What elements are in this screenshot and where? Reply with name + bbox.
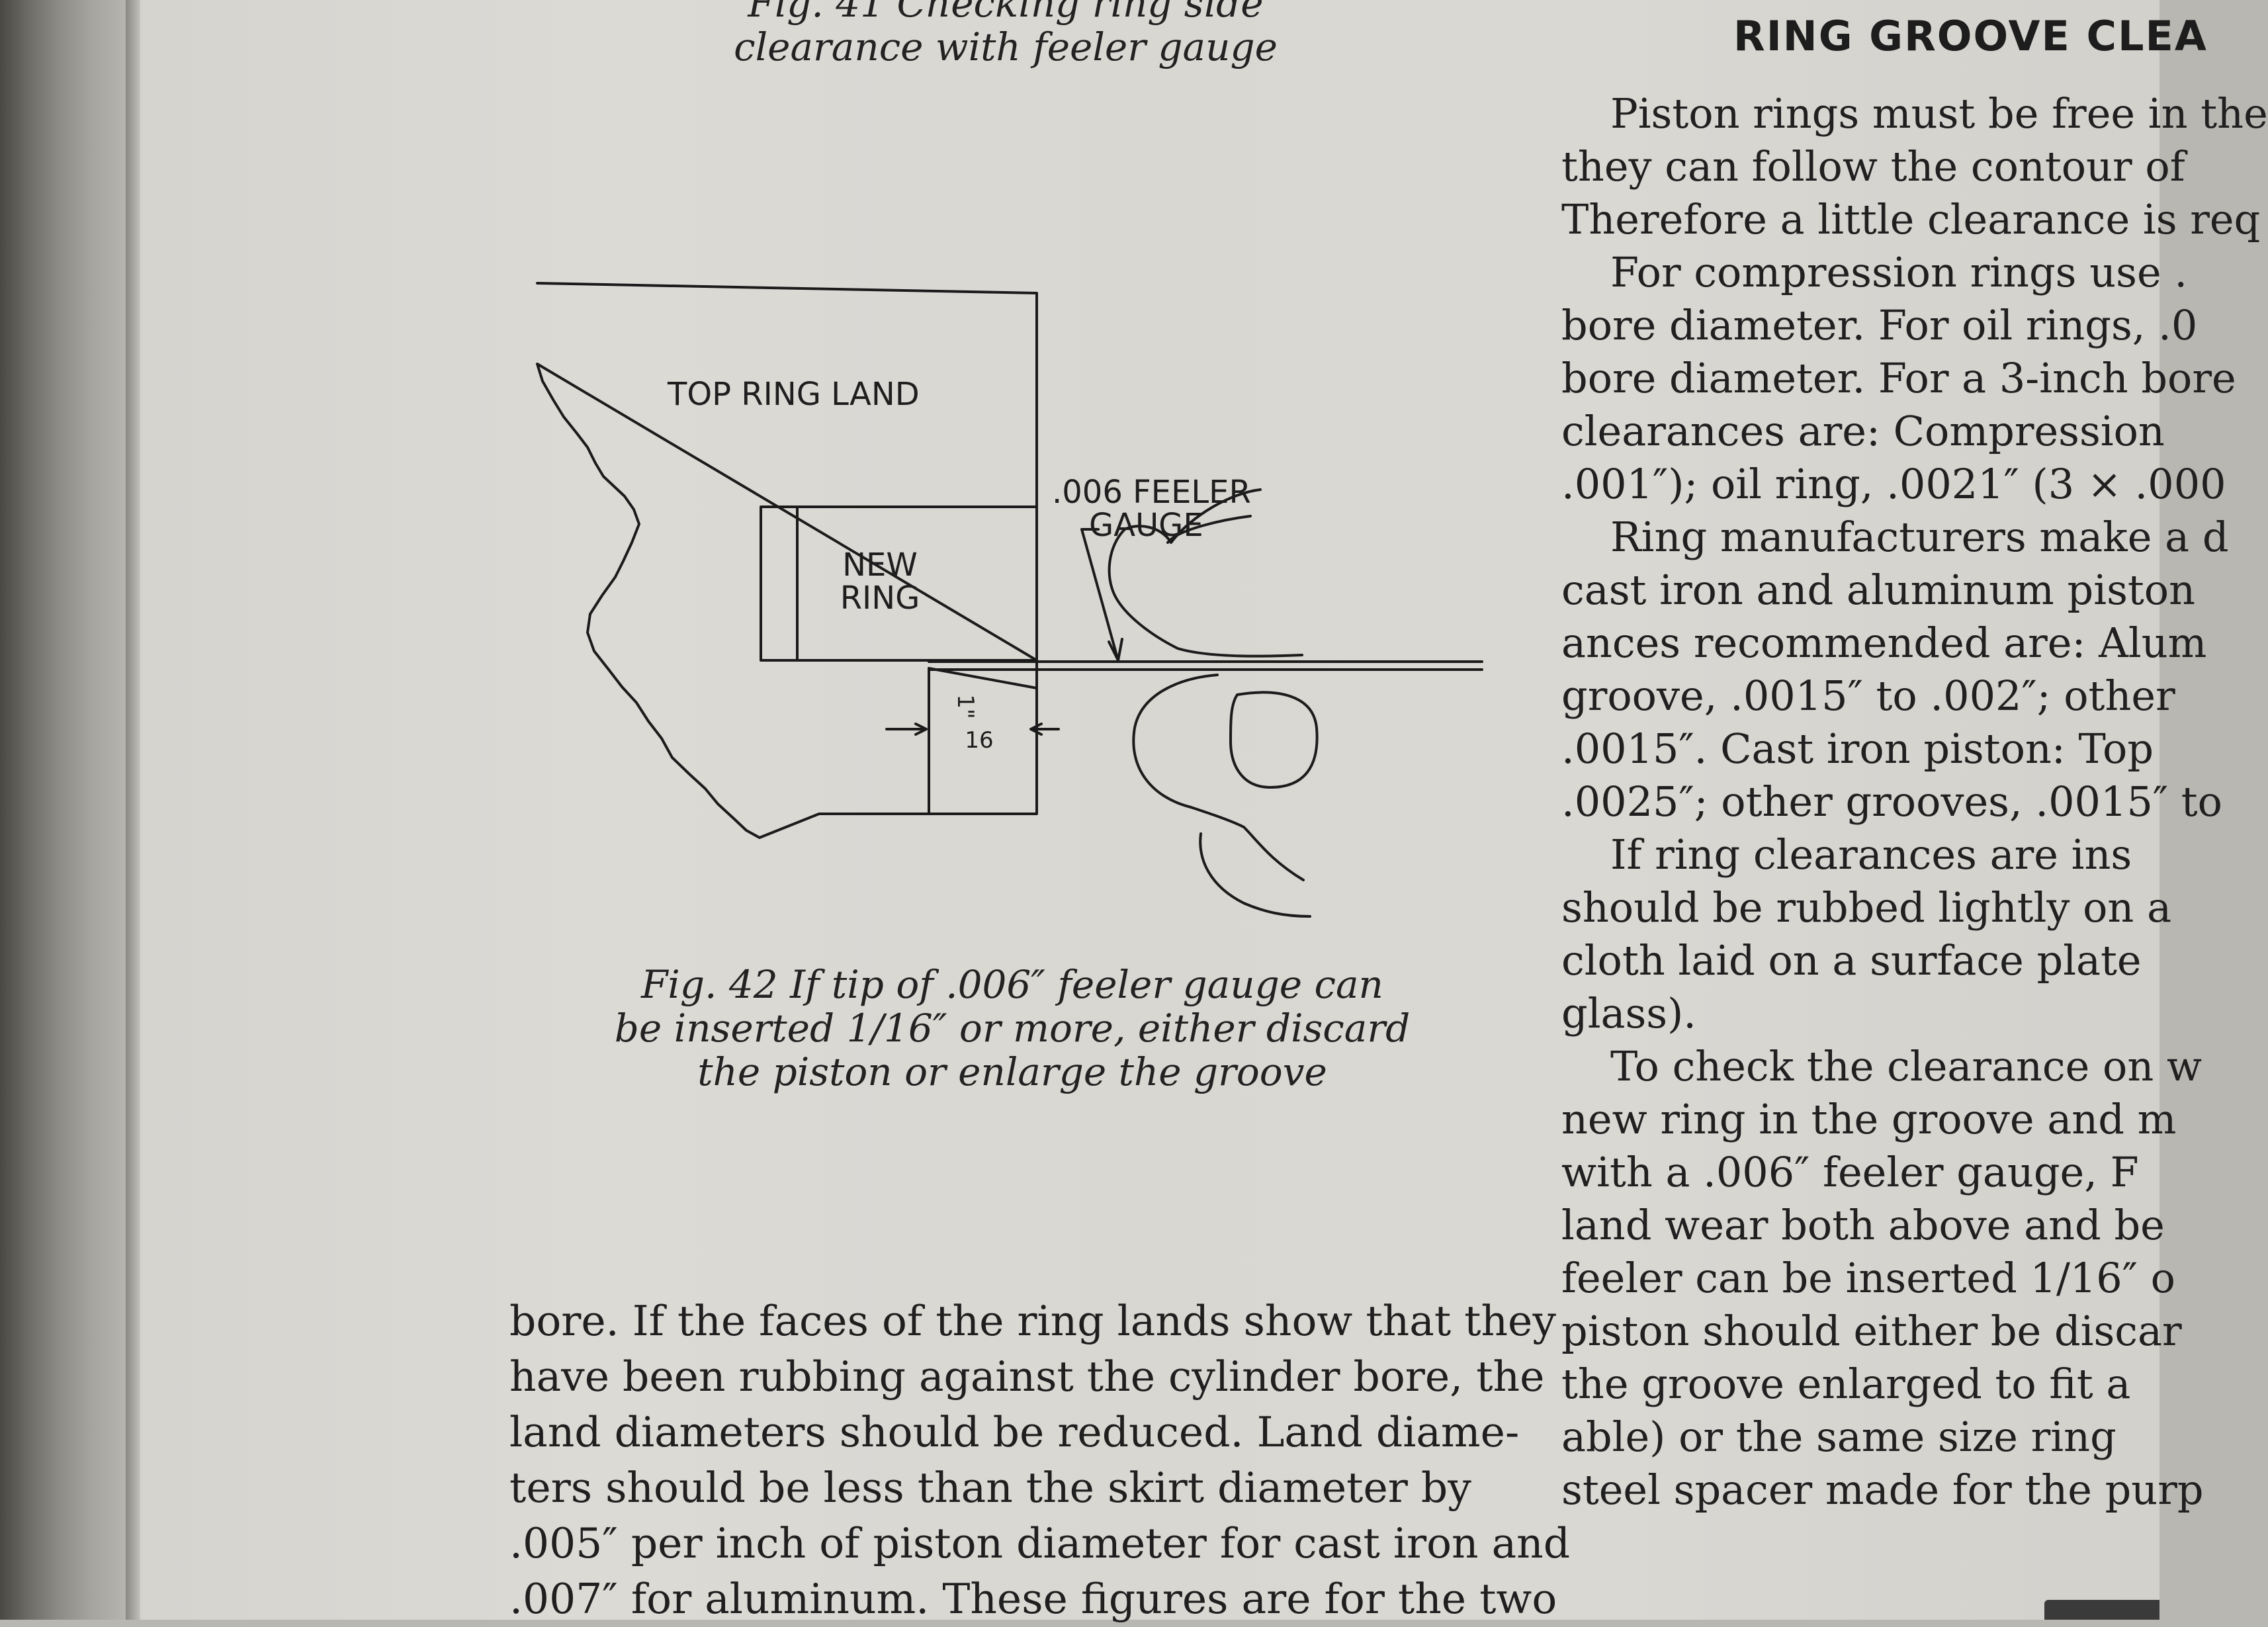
feeler-leader-arrow <box>1108 638 1123 662</box>
fig41-caption: Fig. 41 Checking ring side clearance wit… <box>662 0 1350 69</box>
thumb-outline <box>1108 488 1303 658</box>
fig42-diagram: TOP RING LAND NEW RING .006 FEELER GAUGE… <box>516 265 1495 942</box>
feeler-gauge-diagram: TOP RING LAND NEW RING .006 FEELER GAUGE… <box>536 282 1483 918</box>
text-line: bore. If the faces of the ring lands sho… <box>509 1297 1556 1345</box>
text-line: cloth laid on a surface plate <box>1561 936 2142 985</box>
text-line: glass). <box>1561 989 1697 1037</box>
text-line: able) or the same size ring <box>1561 1413 2116 1461</box>
book-binding-shadow <box>0 0 139 1620</box>
text-line: they can follow the contour of <box>1561 142 2185 191</box>
text-line: land diameters should be reduced. Land d… <box>509 1408 1520 1456</box>
text-line: piston should either be discar <box>1561 1307 2182 1355</box>
dim-arrowhead-right <box>1029 723 1043 736</box>
text-line: new ring in the groove and m <box>1561 1095 2177 1143</box>
feeler-label-line1: .006 FEELER <box>1052 474 1251 511</box>
text-line: .001″); oil ring, .0021″ (3 × .000 <box>1561 460 2226 508</box>
lower-land-bevel <box>928 667 1038 689</box>
text-line: If ring clearances are ins <box>1610 830 2132 879</box>
text-line: .007″ for aluminum. These figures are fo… <box>509 1575 1557 1623</box>
dimension-denominator: 16 <box>965 727 993 754</box>
next-heading-fragment <box>2044 1600 2159 1620</box>
dimension-numerator: 1" <box>952 694 979 719</box>
text-line: bore diameter. For a 3-inch bore <box>1561 354 2236 402</box>
fig41-caption-line: clearance with feeler gauge <box>734 24 1278 69</box>
text-line: Therefore a little clearance is req <box>1561 195 2261 243</box>
fig41-caption-line: Fig. 41 Checking ring side <box>748 0 1264 26</box>
body-text-paragraph: bore. If the faces of the ring lands sho… <box>509 1294 1571 1627</box>
text-line: should be rubbed lightly on a <box>1561 883 2172 932</box>
new-ring-label-line2: RING <box>840 580 920 617</box>
text-line: the groove enlarged to fit a <box>1561 1360 2131 1408</box>
text-line: land wear both above and be <box>1561 1201 2165 1249</box>
page-edge <box>126 0 140 1620</box>
finger-outline <box>1132 674 1305 881</box>
fingernail <box>1229 691 1319 789</box>
text-line: ances recommended are: Alum <box>1561 619 2207 667</box>
text-line: clearances are: Compression <box>1561 407 2165 455</box>
piston-land-outline <box>536 282 1038 839</box>
feeler-label-line2: GAUGE <box>1089 507 1203 544</box>
fig42-caption-line: Fig. 42 If tip of .006″ feeler gauge can <box>641 962 1383 1007</box>
text-line: Ring manufacturers make a d <box>1610 513 2229 561</box>
text-line: with a .006″ feeler gauge, F <box>1561 1148 2139 1196</box>
text-line: Piston rings must be free in the <box>1610 89 2268 138</box>
fig42-caption: Fig. 42 If tip of .006″ feeler gauge can… <box>582 963 1442 1094</box>
text-line: have been rubbing against the cylinder b… <box>509 1352 1545 1401</box>
fig42-caption-line: the piston or enlarge the groove <box>697 1049 1327 1094</box>
fig42-caption-line: be inserted 1/16″ or more, either discar… <box>614 1006 1411 1051</box>
new-ring-shape <box>760 506 1038 662</box>
text-line: .0015″. Cast iron piston: Top <box>1561 725 2154 773</box>
text-line: feeler can be inserted 1/16″ o <box>1561 1254 2175 1302</box>
top-ring-land-label: TOP RING LAND <box>667 376 920 413</box>
text-line: For compression rings use . <box>1610 248 2188 296</box>
text-line: groove, .0015″ to .002″; other <box>1561 672 2175 720</box>
text-line: .0025″; other grooves, .0015″ to <box>1561 777 2222 826</box>
new-ring-label-line1: NEW <box>842 547 918 584</box>
finger-lower <box>1199 832 1311 918</box>
text-line: bore diameter. For oil rings, .0 <box>1561 301 2198 349</box>
text-line: .005″ per inch of piston diameter for ca… <box>509 1519 1571 1567</box>
text-line: ters should be less than the skirt diame… <box>509 1464 1471 1512</box>
thumb-nail <box>1166 515 1252 544</box>
text-line: To check the clearance on w <box>1610 1042 2203 1090</box>
text-line: steel spacer made for the purp <box>1561 1466 2204 1514</box>
feeler-leader-line <box>1080 528 1119 662</box>
dim-arrowhead-left <box>914 723 928 736</box>
section-heading: RING GROOVE CLEA <box>1733 12 2208 60</box>
text-line: cast iron and aluminum piston <box>1561 566 2196 614</box>
